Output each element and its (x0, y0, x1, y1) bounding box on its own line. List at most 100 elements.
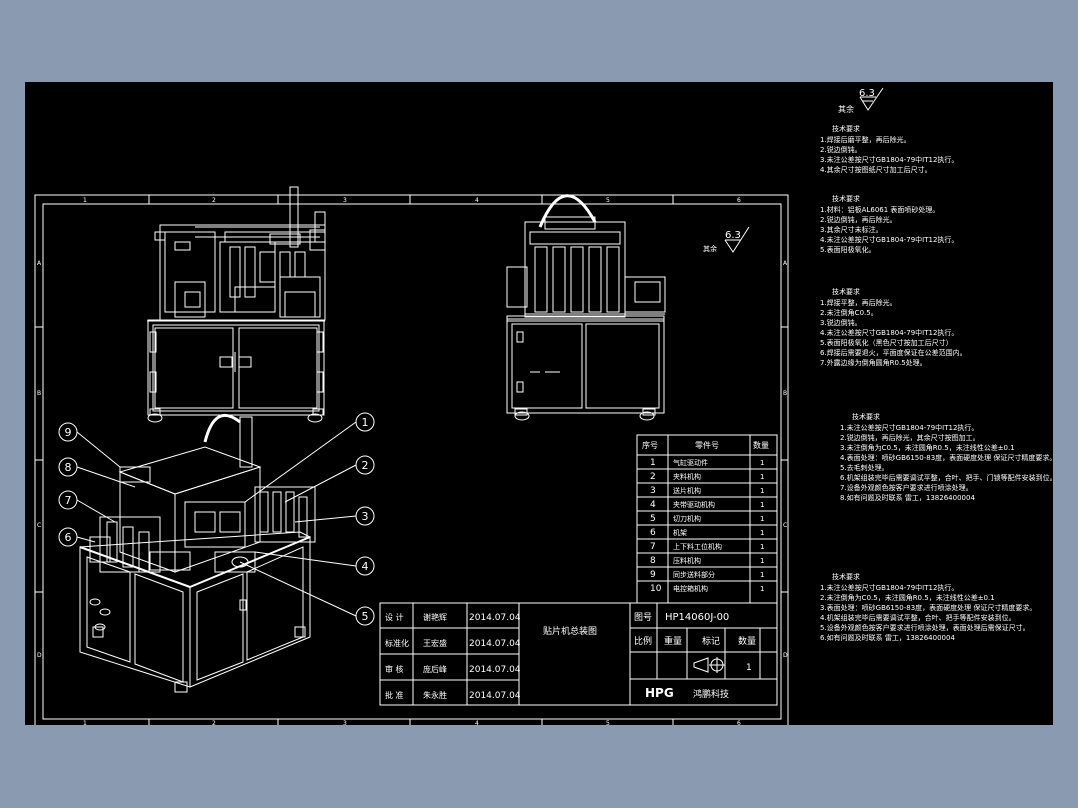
note-line: 1.未注公差按尺寸GB1804-79中IT12执行。 (820, 584, 959, 592)
title-block-name: 庞后峰 (423, 664, 447, 674)
parts-table-cell: 1 (760, 501, 764, 509)
parts-table-cell: 1 (760, 515, 764, 523)
title-block-name: 王宏盛 (423, 638, 447, 648)
parts-table-cell: 1 (760, 487, 764, 495)
note-line: 4.未注公差按尺寸GB1804-79中IT12执行。 (820, 329, 959, 337)
parts-table-cell: 1 (760, 529, 764, 537)
callout-number: 6 (65, 531, 72, 544)
parts-table-cell: 上下料工位机构 (673, 542, 722, 551)
note-line: 5.表面阳极氧化（黑色尺寸按加工后尺寸） (820, 339, 953, 347)
inner-frame (42, 203, 782, 720)
note-line: 1.焊接平整，再后除光。 (820, 299, 897, 307)
parts-table-cell: 1 (760, 585, 764, 593)
note-line: 1.未注公差按尺寸GB1804-79中IT12执行。 (840, 424, 979, 432)
title-block-date: 2014.07.04 (469, 613, 521, 623)
parts-table-cell: 4 (650, 500, 656, 510)
callout-leaders (76, 421, 357, 617)
roughness-value: 6.3 (859, 88, 875, 99)
zone-letter: C (783, 522, 787, 529)
note-line: 4.机架组装完毕后需要调试平整，合叶、把手等配件安装到位。 (820, 614, 1016, 622)
mark-label: 标记 (702, 635, 720, 647)
title-block-name: 朱永胜 (423, 690, 447, 700)
note-line: 6.焊接后需要退火，平面度保证在公差范围内。 (820, 349, 967, 357)
note-line: 1.焊接后磨平整，再后除光。 (820, 136, 911, 144)
parts-table-cell: 1 (650, 458, 656, 468)
zone-number: 4 (475, 197, 479, 204)
parts-table-cell: 7 (650, 542, 656, 552)
callout-number: 9 (65, 426, 72, 439)
zone-letter: A (783, 260, 788, 267)
scale-label: 比例 (634, 635, 652, 647)
zone-letter: B (37, 390, 41, 397)
qty-value: 1 (746, 663, 752, 673)
zone-number: 6 (737, 197, 741, 204)
code-label: 图号 (634, 612, 652, 623)
zone-letter: D (783, 652, 788, 659)
callout-number: 8 (65, 461, 72, 474)
note-line: 3.未注公差按尺寸GB1804-79中IT12执行。 (820, 156, 959, 164)
callout-number: 2 (362, 459, 369, 472)
parts-table-cell: 2 (650, 472, 656, 482)
parts-table-cell: 3 (650, 486, 656, 496)
zone-number: 2 (212, 197, 216, 204)
note-line: 7.外露边缘为倒角圆角R0.5处理。 (820, 359, 927, 367)
isometric-view (79, 413, 316, 693)
parts-table-cell: 1 (760, 543, 764, 551)
zone-letter: B (783, 390, 787, 397)
note-line: 7.设备外观颜色按客户要求进行喷涂处理。 (840, 484, 973, 492)
zone-number: 4 (475, 720, 479, 725)
parts-table-header: 数量 (753, 440, 769, 450)
note-line: 2.锐边倒钝，再后除光，其余尺寸按图加工。 (840, 434, 980, 442)
technical-note-block: 技术要求 1.未注公差按尺寸GB1804-79中IT12执行。 2.锐边倒钝，再后除… (840, 412, 1057, 503)
parts-table-cell: 夹带驱动机构 (673, 500, 715, 509)
callout-number: 1 (362, 416, 369, 429)
title-block-date: 2014.07.04 (469, 691, 521, 701)
parts-table-cell: 6 (650, 528, 656, 538)
note-title: 技术要求 (832, 288, 860, 296)
title-block-role: 审 核 (385, 664, 404, 674)
callout-circles (58, 412, 375, 626)
parts-table-cell: 1 (760, 557, 764, 565)
title-block-role: 标准化 (385, 638, 409, 648)
drawing-code: HP14060J-00 (665, 612, 729, 623)
weight-label: 重量 (664, 635, 682, 647)
parts-table-cell: 压料机构 (673, 556, 701, 565)
parts-table-cell: 电控箱机构 (673, 584, 708, 593)
callout-number: 3 (362, 510, 369, 523)
title-block-role: 设 计 (385, 612, 404, 622)
note-line: 2.未注倒角C0.5。 (820, 309, 878, 317)
note-title: 技术要求 (832, 125, 860, 133)
roughness-symbol (859, 87, 884, 111)
note-line: 6.如有问题及时联系 雷工，13826400004 (820, 634, 955, 642)
parts-table-cell: 5 (650, 514, 656, 524)
roughness-symbol (724, 226, 750, 253)
note-title: 技术要求 (852, 413, 880, 421)
note-line: 5.表面阳极氧化。 (820, 246, 876, 254)
parts-table-cell: 1 (760, 459, 764, 467)
zone-number: 5 (606, 197, 610, 204)
assembly-drawing: 1 2 3 4 5 6 1 2 3 4 5 6 A B C D A B C D … (34, 87, 884, 725)
note-line: 2.未注倒角为C0.5，未注圆角R0.5，未注线性公差±0.1 (820, 594, 995, 602)
note-title: 技术要求 (832, 195, 860, 203)
callout-number: 5 (362, 610, 369, 623)
parts-table-cell: 8 (650, 556, 656, 566)
parts-table-cell: 送片机构 (673, 486, 701, 495)
title-block (379, 602, 778, 706)
zone-letter: A (37, 260, 42, 267)
callout-number: 4 (362, 560, 369, 573)
note-line: 3.其余尺寸未标注。 (820, 226, 883, 234)
company-name: 鸿鹏科技 (693, 688, 729, 700)
zone-number: 6 (737, 720, 741, 725)
parts-table-cell: 同步送料部分 (673, 570, 715, 579)
front-view (147, 186, 326, 423)
zone-number: 1 (83, 720, 87, 725)
note-line: 5.设备外观颜色按客户要求进行喷涂处理，表面处理后需保证尺寸。 (820, 624, 1030, 632)
qty-label: 数量 (738, 635, 756, 647)
parts-table-cell: 10 (650, 584, 662, 594)
note-line: 2.锐边倒钝，再后除光。 (820, 216, 897, 224)
zone-number: 5 (606, 720, 610, 725)
